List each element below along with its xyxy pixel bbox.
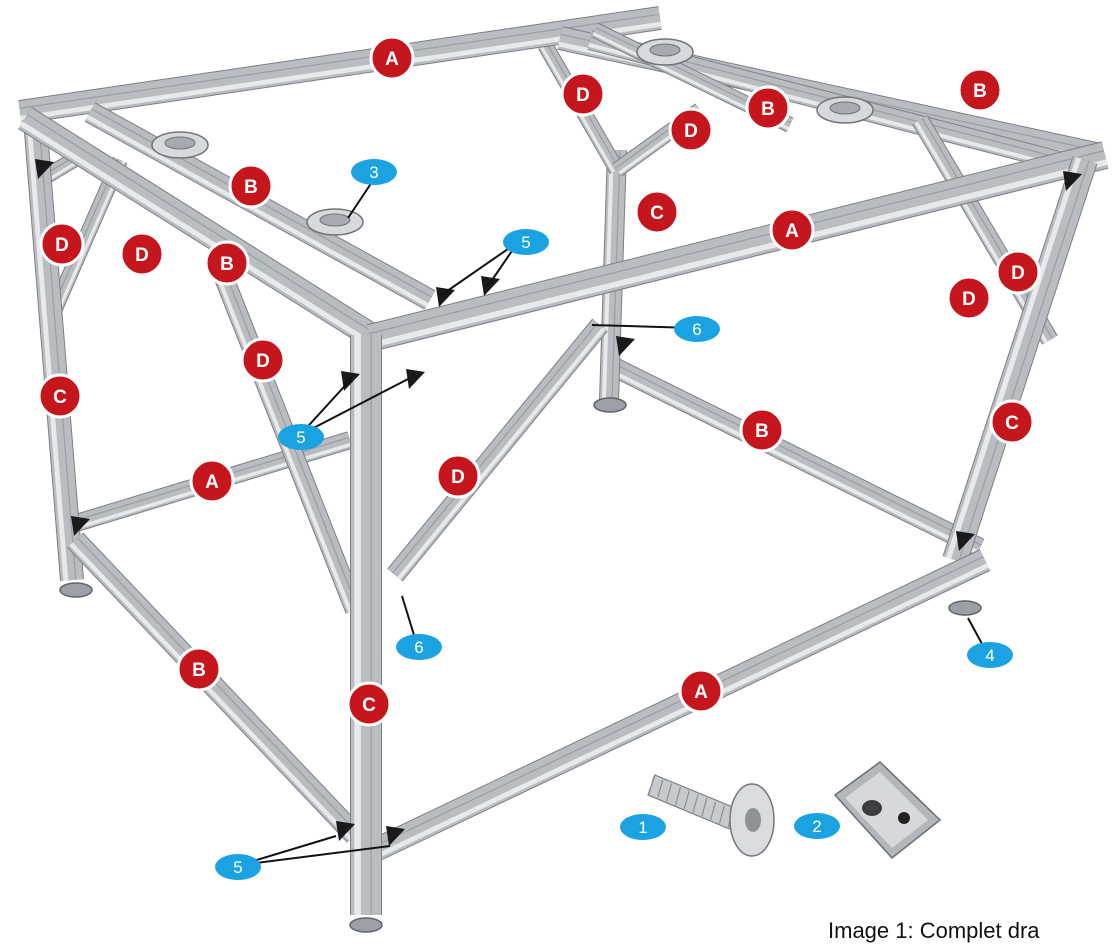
caster-plate-icon — [817, 97, 873, 123]
part-badge-label: B — [755, 421, 769, 442]
part-badge-c: C — [39, 375, 81, 417]
leader-5-top-a — [440, 242, 518, 296]
leg-back-left — [29, 120, 76, 581]
part-badge-label: D — [576, 85, 590, 106]
hardware-badge-5: 5 — [503, 229, 549, 255]
bottom-rail-back-right — [608, 362, 982, 552]
hardware-badge-label: 6 — [414, 638, 423, 657]
hardware-badge-label: 5 — [296, 428, 305, 447]
part-badge-label: D — [962, 289, 976, 310]
hardware-badge-6: 6 — [396, 634, 442, 660]
part-badge-b: B — [959, 69, 1001, 111]
hardware-badge-4: 4 — [967, 642, 1013, 668]
hardware-badge-2: 2 — [794, 813, 840, 839]
hardware-badge-5: 5 — [278, 424, 324, 450]
leg-front-center — [358, 335, 371, 915]
part-badge-label: D — [684, 121, 698, 142]
part-badge-label: D — [256, 351, 270, 372]
part-badge-b: B — [741, 409, 783, 451]
hardware-badge-label: 3 — [369, 163, 378, 182]
corner-bracket-icon — [616, 336, 635, 356]
part-badge-d: D — [121, 233, 163, 275]
leveling-foot-icon — [350, 918, 382, 932]
leveling-foot-icon — [60, 583, 92, 597]
hardware-badge-1: 1 — [620, 814, 666, 840]
figure-caption: Image 1: Complet dra — [828, 918, 1040, 944]
part-badge-d: D — [41, 223, 83, 265]
caster-plate-icon — [152, 132, 208, 158]
part-badge-label: D — [451, 467, 465, 488]
hardware-badge-3: 3 — [351, 159, 397, 185]
part-badge-label: C — [362, 695, 376, 716]
hardware-badge-5: 5 — [215, 854, 261, 880]
part-badge-label: C — [1005, 413, 1019, 434]
t-slot-nut-icon — [835, 762, 940, 858]
part-badge-c: C — [348, 683, 390, 725]
caster-plate-icon — [307, 209, 363, 235]
part-badge-d: D — [670, 109, 712, 151]
part-badge-label: D — [55, 235, 69, 256]
part-badge-d: D — [242, 339, 284, 381]
part-badge-label: B — [973, 81, 987, 102]
brace-front-diag-b — [393, 323, 604, 578]
part-badge-label: A — [785, 221, 799, 242]
part-badge-b: B — [178, 648, 220, 690]
part-badge-label: C — [650, 203, 664, 224]
part-badge-d: D — [948, 277, 990, 319]
leveling-foot-icon — [594, 398, 626, 412]
part-badge-d: D — [437, 455, 479, 497]
part-badge-label: B — [761, 99, 775, 120]
part-badge-label: A — [694, 682, 708, 703]
part-badge-label: D — [1011, 263, 1025, 284]
part-badge-c: C — [991, 401, 1033, 443]
part-badge-d: D — [562, 73, 604, 115]
hardware-badge-label: 2 — [812, 817, 821, 836]
part-badge-label: A — [385, 49, 399, 70]
hardware-badge-label: 6 — [692, 320, 701, 339]
hardware-badge-6: 6 — [674, 316, 720, 342]
part-badge-label: D — [135, 245, 149, 266]
part-badge-b: B — [206, 242, 248, 284]
part-badge-a: A — [371, 37, 413, 79]
part-badge-a: A — [771, 209, 813, 251]
part-badge-label: B — [220, 254, 234, 275]
hardware-badge-label: 1 — [638, 818, 647, 837]
hardware-badge-label: 5 — [521, 233, 530, 252]
part-badge-a: A — [191, 460, 233, 502]
hardware-badge-label: 4 — [985, 646, 994, 665]
part-badge-label: C — [53, 387, 67, 408]
part-badge-label: A — [205, 472, 219, 493]
part-badge-label: B — [192, 660, 206, 681]
part-badge-d: D — [997, 251, 1039, 293]
part-badge-b: B — [747, 87, 789, 129]
part-badge-b: B — [230, 165, 272, 207]
bottom-rail-left — [71, 538, 357, 839]
hardware-badge-label: 5 — [233, 858, 242, 877]
button-head-screw-icon — [648, 775, 774, 856]
caster-plate-icon — [637, 39, 693, 65]
leveling-foot-icon — [949, 601, 981, 615]
part-badge-c: C — [636, 191, 678, 233]
part-badge-a: A — [680, 670, 722, 712]
leader-3 — [348, 182, 372, 218]
part-badge-label: B — [244, 177, 258, 198]
